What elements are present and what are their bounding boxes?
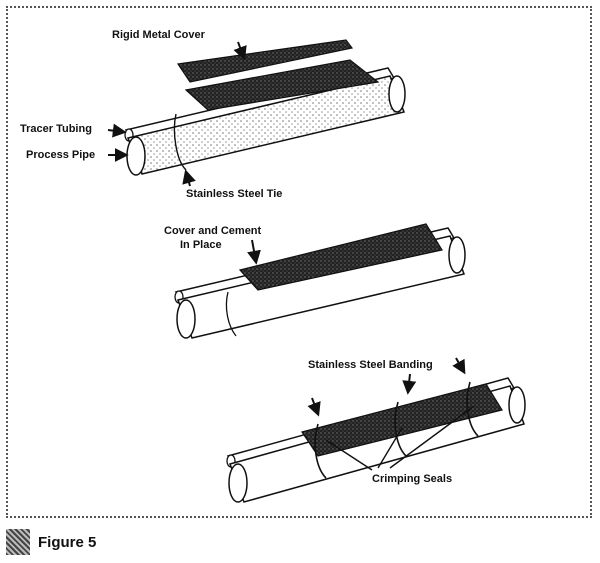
label-stainless-steel-tie: Stainless Steel Tie <box>186 188 282 200</box>
arrow-cover-cement <box>247 239 261 265</box>
figure-caption: Figure 5 <box>6 527 136 557</box>
crimp-line-2 <box>377 427 403 469</box>
upper-cover-piece-shape <box>176 39 354 83</box>
figure-frame <box>6 6 592 518</box>
arrow-band-1 <box>307 397 321 417</box>
label-stainless-steel-banding: Stainless Steel Banding <box>308 359 433 371</box>
cement-cover-in-place-shape <box>238 223 443 291</box>
arrow-tie <box>182 169 196 187</box>
label-in-place: In Place <box>180 239 222 251</box>
panel-bottom-banded-assembly: Stainless Steel Banding Crimping Seals <box>226 357 526 503</box>
panel-middle-cover-in-place: Cover and Cement In Place <box>164 223 466 339</box>
caption-text: Figure 5 <box>38 533 97 551</box>
tie-mid-shape <box>225 291 237 337</box>
label-tracer-tubing: Tracer Tubing <box>20 123 92 135</box>
band-3-shape <box>466 381 479 437</box>
label-rigid-metal-cover: Rigid Metal Cover <box>112 29 206 41</box>
crimp-line-1 <box>325 439 373 471</box>
banded-cover-shape <box>301 383 503 457</box>
stainless-tie-shape <box>173 113 187 171</box>
label-cover-and-cement: Cover and Cement <box>164 225 262 237</box>
process-pipe-shape <box>126 75 406 176</box>
arrow-tracer <box>107 123 127 138</box>
arrow-cover <box>233 41 247 61</box>
illustration: Rigid Metal Cover Tracer Tubing Process … <box>20 29 526 503</box>
label-crimping-seals: Crimping Seals <box>372 473 452 485</box>
arrow-band-2 <box>402 373 417 395</box>
crimp-line-3 <box>389 405 475 469</box>
band-1-shape <box>314 423 327 479</box>
lower-cover-piece-shape <box>184 59 380 111</box>
arrow-band-3 <box>452 357 466 375</box>
band-2-shape <box>394 401 407 457</box>
panel-top-exploded-assembly: Rigid Metal Cover Tracer Tubing Process … <box>20 29 406 200</box>
label-process-pipe: Process Pipe <box>26 149 95 161</box>
caption-swatch-icon <box>6 529 30 555</box>
